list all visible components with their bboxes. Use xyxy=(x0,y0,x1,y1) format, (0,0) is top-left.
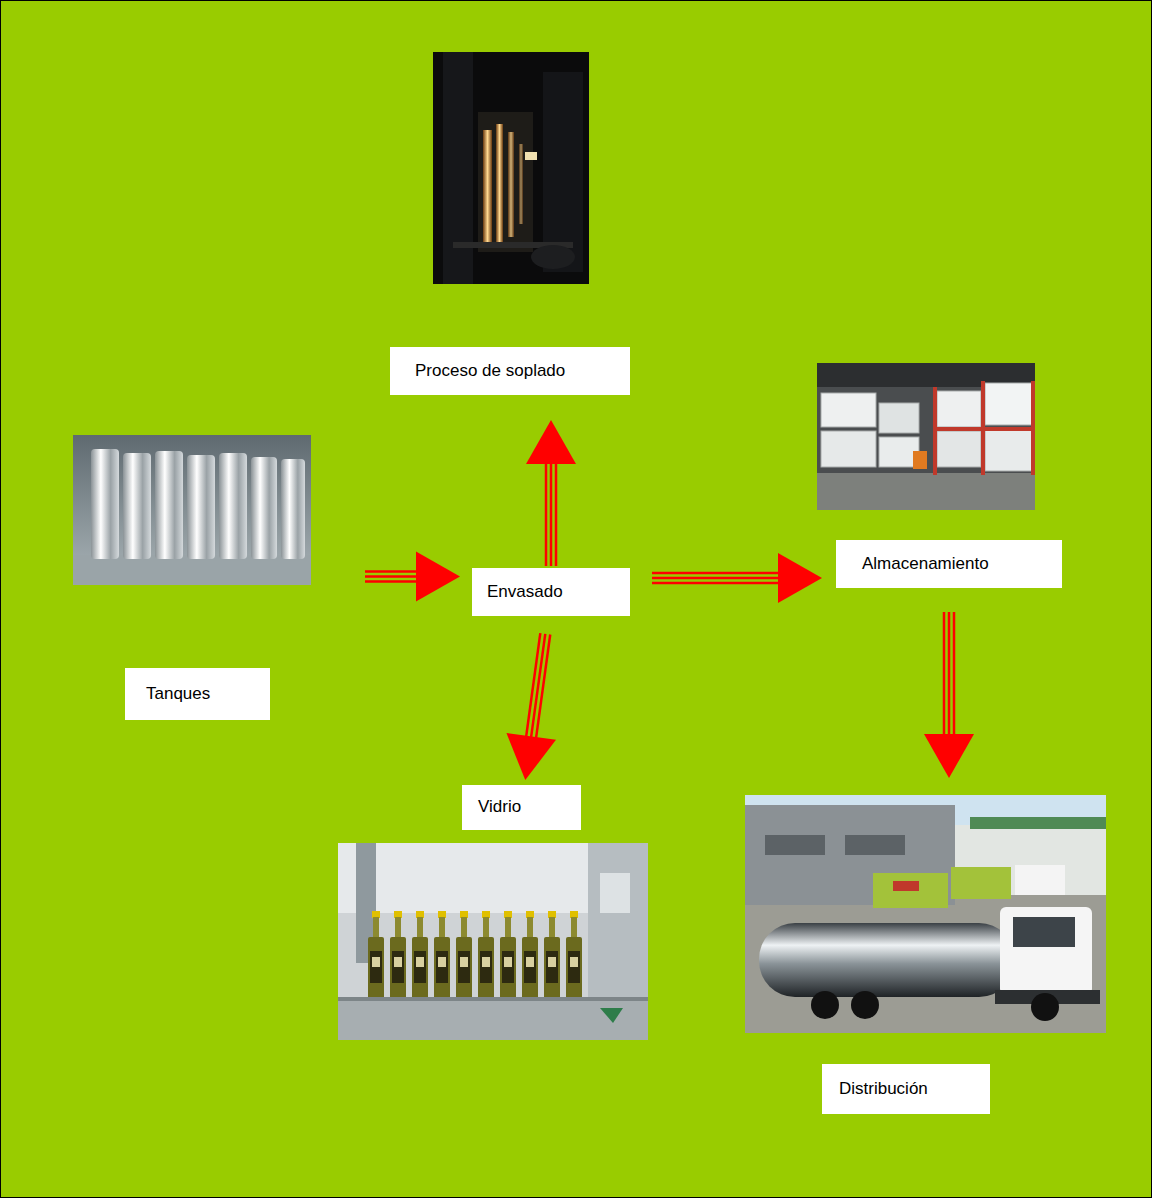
flow-arrow xyxy=(506,633,556,780)
box-label: Envasado xyxy=(487,582,563,602)
box-label: Almacenamiento xyxy=(862,554,989,574)
bottling-scene xyxy=(338,843,648,1040)
label-box: Distribución xyxy=(822,1064,990,1114)
box-label: Proceso de soplado xyxy=(415,361,565,381)
label-box: Almacenamiento xyxy=(836,540,1062,588)
arrow-shaft xyxy=(526,633,540,738)
arrow-shaft xyxy=(953,612,956,736)
label-box: Vidrio xyxy=(462,785,581,830)
flow-arrow xyxy=(365,552,460,602)
arrow-shaft xyxy=(545,462,548,566)
flow-arrow xyxy=(924,612,974,778)
arrow-shaft xyxy=(365,580,418,583)
arrow-head xyxy=(924,734,974,778)
arrow-shaft xyxy=(652,577,780,580)
arrow-shaft xyxy=(365,570,418,573)
arrow-head xyxy=(778,553,822,603)
tanks-photo xyxy=(73,435,311,585)
arrow-shaft xyxy=(943,612,946,736)
label-box: Tanques xyxy=(125,668,270,720)
arrow-head xyxy=(416,552,460,602)
arrow-head xyxy=(506,733,556,780)
arrow-shaft xyxy=(550,462,553,566)
arrow-head xyxy=(526,420,576,464)
trucks-scene xyxy=(745,795,1106,1033)
flow-arrow xyxy=(526,420,576,566)
blowing-scene xyxy=(433,52,589,284)
blowing-photo xyxy=(433,52,589,284)
box-label: Vidrio xyxy=(478,797,521,817)
bottling-photo xyxy=(338,843,648,1040)
box-label: Tanques xyxy=(146,684,210,704)
label-box: Proceso de soplado xyxy=(390,347,630,395)
box-label: Distribución xyxy=(839,1079,928,1099)
trucks-photo xyxy=(745,795,1106,1033)
label-box: Envasado xyxy=(472,568,630,616)
arrow-shaft xyxy=(652,582,780,585)
arrow-shaft xyxy=(555,462,558,566)
tanks-scene xyxy=(73,435,311,585)
arrow-shaft xyxy=(948,612,951,736)
arrow-shaft xyxy=(365,575,418,578)
arrow-shaft xyxy=(652,572,780,575)
warehouse-scene xyxy=(817,363,1035,510)
warehouse-photo xyxy=(817,363,1035,510)
flow-arrow xyxy=(652,553,822,603)
